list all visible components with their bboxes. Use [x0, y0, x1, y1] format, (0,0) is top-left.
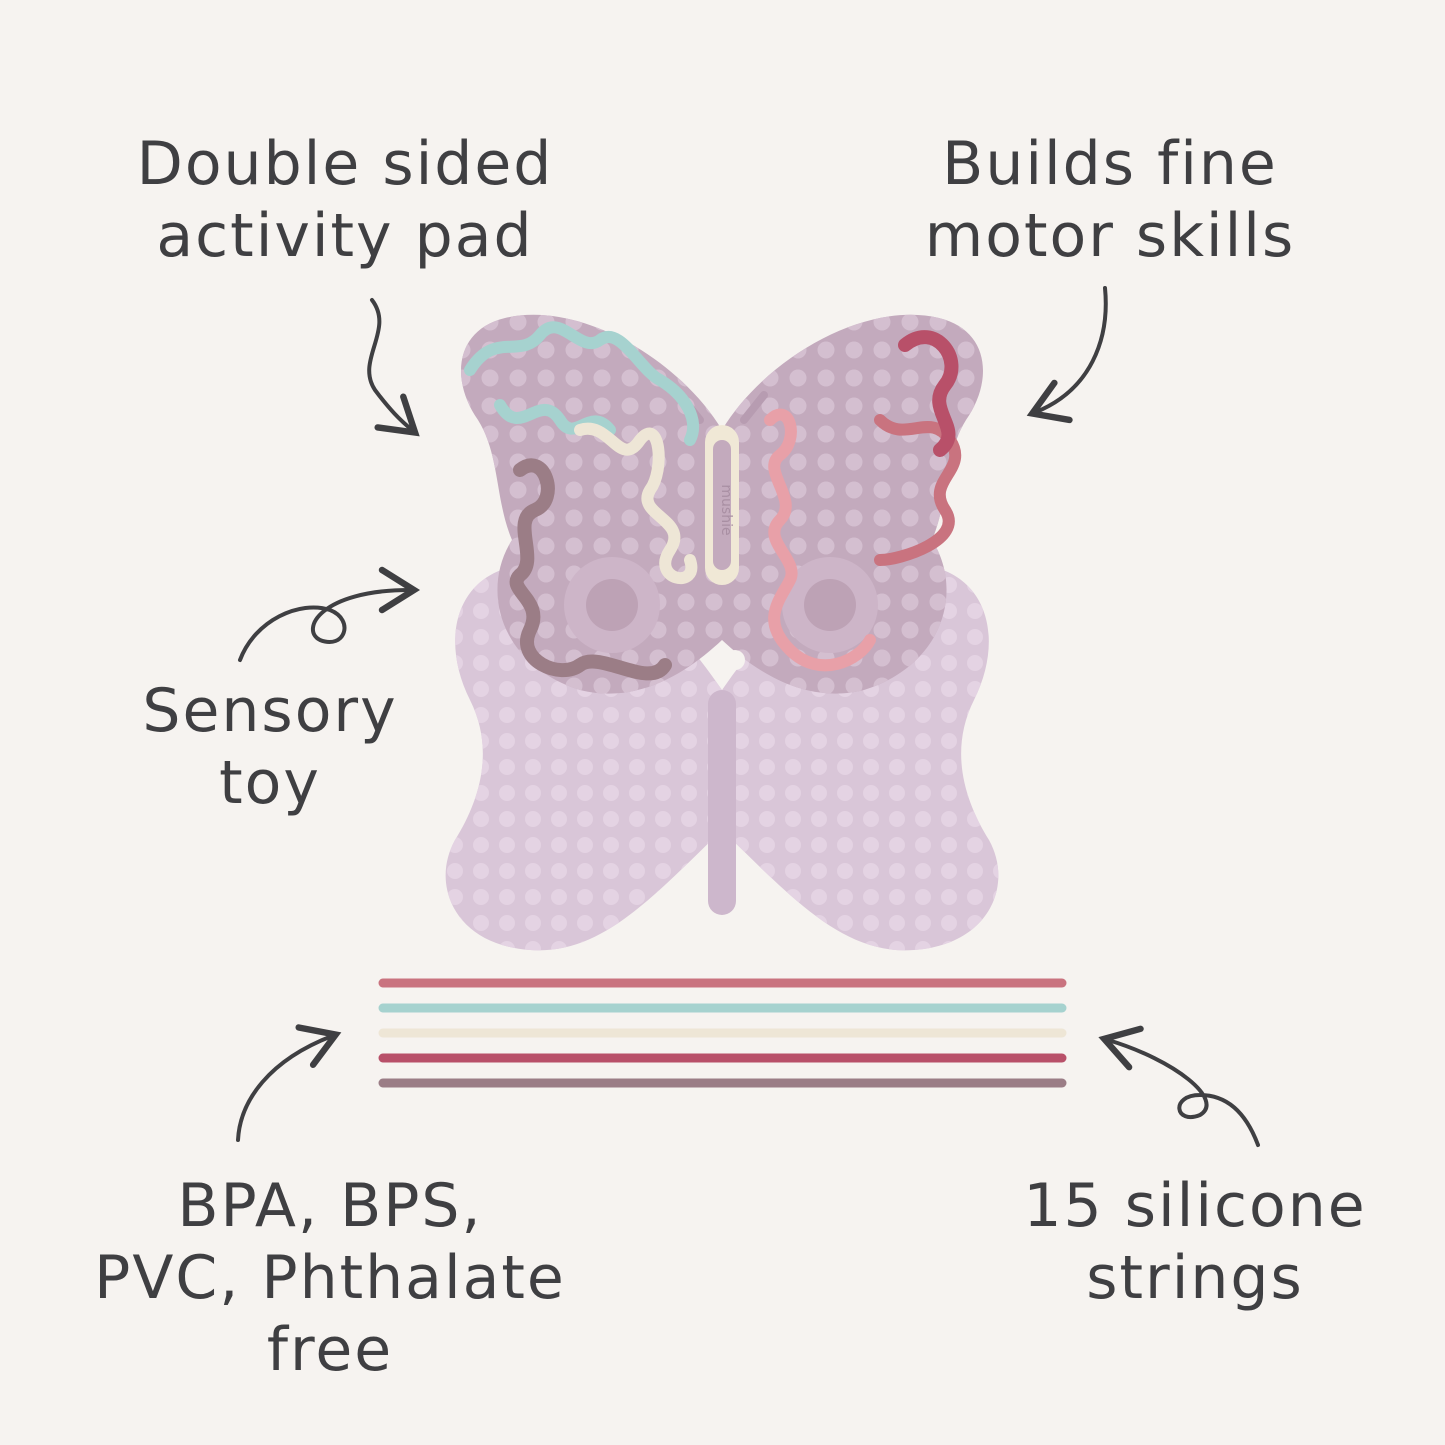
annotation-sensory: Sensory toy: [110, 675, 430, 819]
annotation-double-sided: Double sided activity pad: [110, 128, 580, 272]
annotation-fine-motor-line2: motor skills: [924, 201, 1296, 271]
arrow-bpa-free: [236, 1024, 342, 1142]
annotation-strings: 15 silicone strings: [1020, 1170, 1370, 1314]
arrow-strings: [1098, 1025, 1260, 1147]
annotation-bpa-free-line2: PVC, Phthalate: [94, 1243, 566, 1313]
annotation-bpa-free-line3: free: [266, 1315, 394, 1385]
annotation-double-sided-line1: Double sided: [136, 129, 554, 199]
annotation-bpa-free-line1: BPA, BPS,: [177, 1171, 483, 1241]
arrow-double-sided: [367, 298, 420, 437]
annotation-strings-line2: strings: [1086, 1243, 1304, 1313]
arrow-fine-motor: [1026, 286, 1108, 424]
annotation-sensory-line1: Sensory: [142, 676, 398, 746]
annotation-fine-motor-line1: Builds fine: [942, 129, 1278, 199]
annotation-strings-line1: 15 silicone: [1023, 1171, 1367, 1241]
butterfly-pad-front: mushie: [461, 314, 983, 694]
brand-mark: mushie: [718, 484, 734, 535]
silicone-strings: [378, 978, 1067, 1088]
arrow-sensory: [238, 566, 421, 662]
annotation-bpa-free: BPA, BPS, PVC, Phthalate free: [80, 1170, 580, 1386]
annotation-double-sided-line2: activity pad: [156, 201, 534, 271]
annotation-sensory-line2: toy: [219, 748, 321, 818]
annotation-fine-motor: Builds fine motor skills: [900, 128, 1320, 272]
